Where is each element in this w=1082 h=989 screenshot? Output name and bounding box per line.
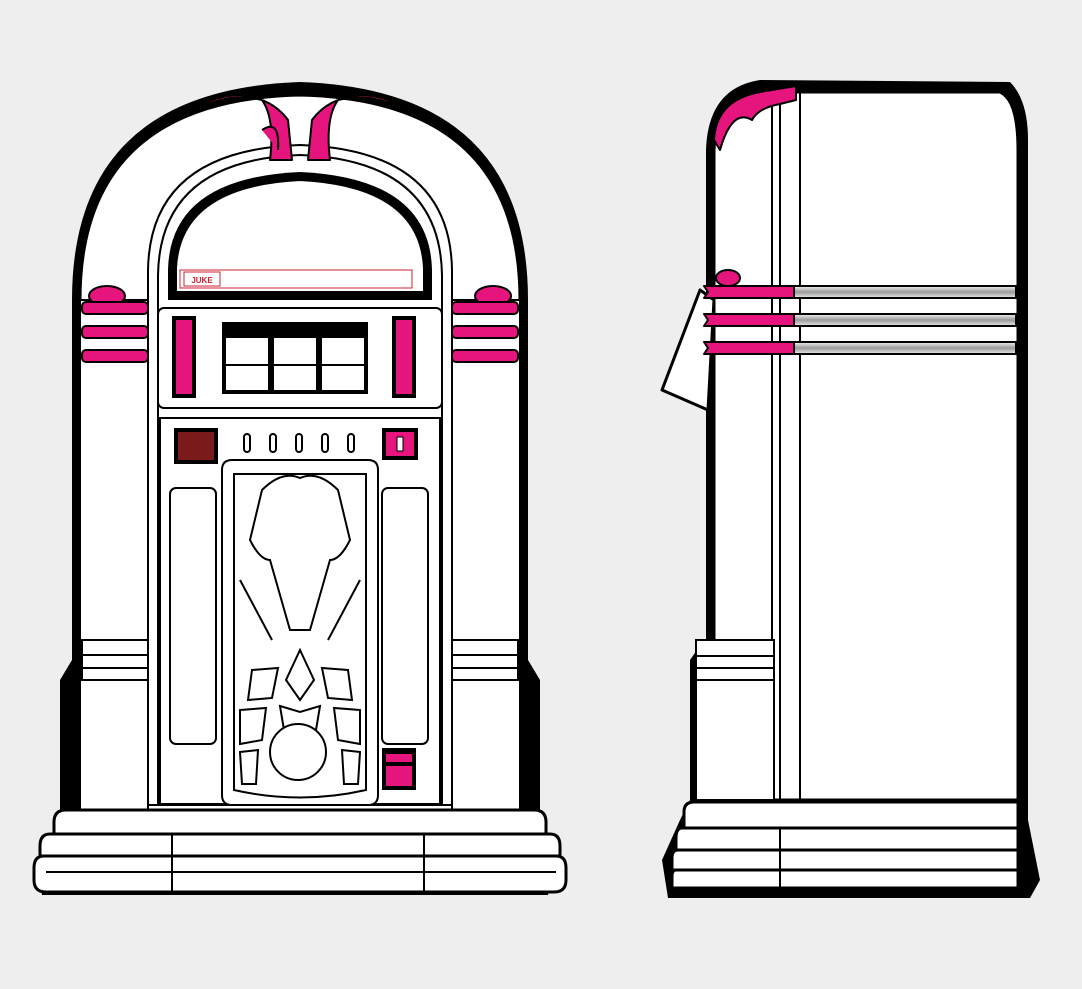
side-base — [670, 800, 1020, 890]
right-speaker-slot — [381, 487, 429, 745]
logo-text: JUKE — [191, 276, 213, 285]
right-lamp-strip — [392, 316, 416, 398]
left-pillar — [79, 299, 149, 811]
right-pillar — [451, 299, 521, 811]
coin-slot[interactable] — [382, 428, 418, 460]
side-chrome-bands — [793, 285, 1017, 355]
top-ornament — [199, 94, 401, 161]
logo-plate: JUKE — [179, 269, 413, 289]
right-pillar-step — [451, 639, 519, 681]
pink-coin-box — [382, 748, 416, 790]
top-vents — [243, 433, 355, 453]
selection-keypad[interactable] — [222, 322, 368, 394]
side-top-trim — [713, 85, 797, 151]
right-pink-bands — [451, 285, 519, 363]
speaker-grille — [221, 459, 379, 806]
left-pink-bands — [81, 285, 149, 363]
side-pillar-base — [695, 639, 775, 801]
left-pillar-step — [81, 639, 149, 681]
side-pink-bands — [703, 269, 795, 355]
left-speaker-slot — [169, 487, 217, 745]
side-view — [660, 80, 1040, 898]
front-view: JUKE — [32, 82, 568, 895]
left-lamp-strip — [172, 316, 196, 398]
front-base — [32, 808, 568, 894]
